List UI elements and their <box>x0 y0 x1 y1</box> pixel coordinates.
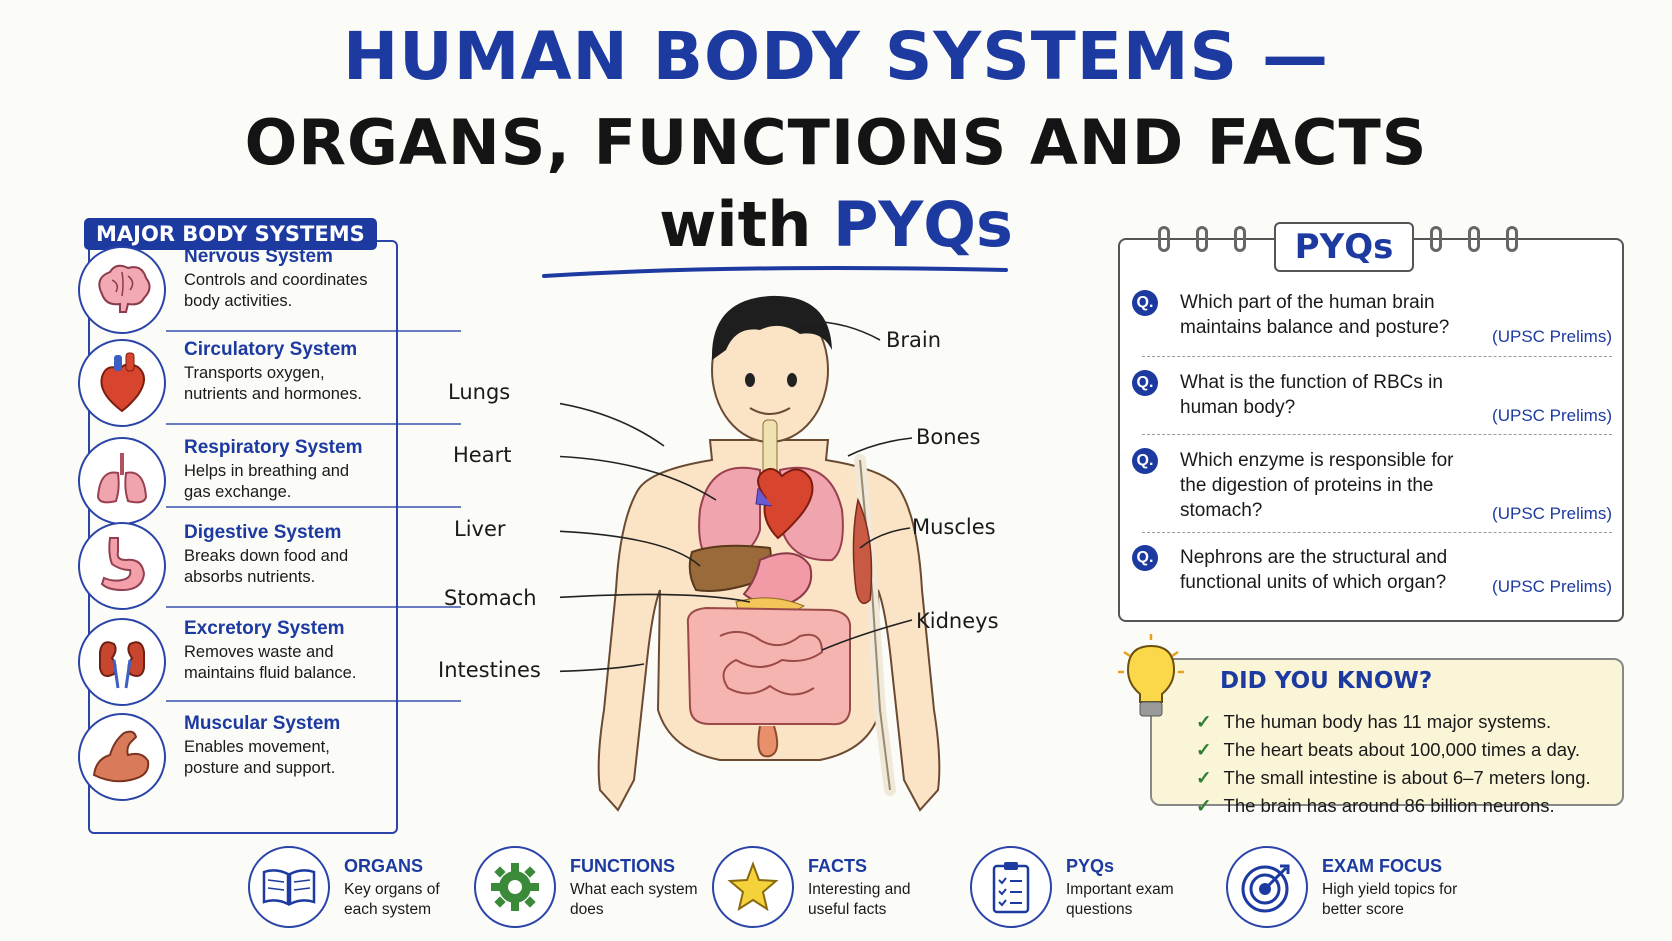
title-pyqs: PYQs <box>832 188 1013 261</box>
star-icon <box>712 846 794 928</box>
question-source: (UPSC Prelims) <box>1492 577 1612 596</box>
system-name: Digestive System <box>184 522 342 543</box>
title-line-1: HUMAN BODY SYSTEMS — <box>342 18 1330 95</box>
kidneys-icon <box>78 618 166 706</box>
question-marker: Q. <box>1132 290 1158 316</box>
check-icon: ✓ <box>1196 711 1212 732</box>
question-marker: Q. <box>1132 448 1158 474</box>
divider <box>166 423 461 425</box>
check-icon: ✓ <box>1196 739 1212 760</box>
binder-ring <box>1234 226 1246 252</box>
fact-item: ✓ The heart beats about 100,000 times a d… <box>1196 739 1580 761</box>
system-desc: Controls and coordinates body activities… <box>184 271 368 310</box>
system-name: Excretory System <box>184 618 345 639</box>
system-desc: Breaks down food and absorbs nutrients. <box>184 547 349 586</box>
label-muscles: Muscles <box>912 515 996 539</box>
fact-text: The human body has 11 major systems. <box>1223 711 1552 732</box>
fact-item: ✓ The small intestine is about 6–7 meters… <box>1196 767 1591 789</box>
stomach-icon <box>78 522 166 610</box>
bottom-title: EXAM FOCUS <box>1322 856 1443 876</box>
label-liver: Liver <box>454 517 506 541</box>
system-desc: Enables movement, posture and support. <box>184 738 336 777</box>
bottom-desc: Interesting and useful facts <box>808 881 911 918</box>
system-name: Muscular System <box>184 713 341 734</box>
question-marker: Q. <box>1132 545 1158 571</box>
bottom-title: ORGANS <box>344 856 424 876</box>
question-text: What is the function of RBCs in human bo… <box>1180 372 1443 418</box>
divider <box>166 606 461 608</box>
target-icon <box>1226 846 1308 928</box>
clipboard-icon <box>970 846 1052 928</box>
bottom-title: PYQs <box>1066 856 1115 876</box>
lightbulb-icon <box>1118 634 1184 717</box>
check-icon: ✓ <box>1196 795 1212 816</box>
title-with: with <box>659 188 833 261</box>
fact-text: The heart beats about 100,000 times a da… <box>1223 739 1581 760</box>
question-source: (UPSC Prelims) <box>1492 406 1612 425</box>
fact-item: ✓ The brain has around 86 billion neurons… <box>1196 795 1555 817</box>
system-name: Respiratory System <box>184 437 363 458</box>
systems-panel-heading: MAJOR BODY SYSTEMS <box>84 218 377 250</box>
label-kidneys: Kidneys <box>916 609 999 633</box>
question-text: Which enzyme is responsible for the dige… <box>1180 450 1454 521</box>
title-line-3: with PYQs <box>0 188 1672 261</box>
pyqs-panel <box>1118 238 1624 622</box>
muscle-arm-icon <box>78 713 166 801</box>
did-you-know-heading: DID YOU KNOW? <box>1220 668 1433 694</box>
system-desc: Removes waste and maintains fluid balanc… <box>184 643 357 682</box>
system-name: Circulatory System <box>184 339 358 360</box>
title-underline <box>542 266 1008 278</box>
bottom-title: FUNCTIONS <box>570 856 675 876</box>
fact-text: The small intestine is about 6–7 meters … <box>1223 767 1591 788</box>
fact-item: ✓ The human body has 11 major systems. <box>1196 711 1551 733</box>
title-line-2: ORGANS, FUNCTIONS AND FACTS <box>244 106 1428 179</box>
binder-ring <box>1196 226 1208 252</box>
book-icon <box>248 846 330 928</box>
question-source: (UPSC Prelims) <box>1492 504 1612 523</box>
label-intestines: Intestines <box>438 658 541 682</box>
heart-icon <box>78 339 166 427</box>
bottom-desc: What each system does <box>570 881 698 918</box>
gear-icon <box>474 846 556 928</box>
binder-ring <box>1468 226 1480 252</box>
label-brain: Brain <box>886 328 942 352</box>
divider <box>1142 532 1612 533</box>
label-heart: Heart <box>453 443 512 467</box>
bottom-title: FACTS <box>808 856 868 876</box>
divider <box>166 330 461 332</box>
check-icon: ✓ <box>1196 767 1212 788</box>
binder-ring <box>1506 226 1518 252</box>
system-desc: Helps in breathing and gas exchange. <box>184 462 350 501</box>
pyqs-heading: PYQs <box>1274 222 1414 272</box>
bottom-desc: High yield topics for better score <box>1322 881 1458 918</box>
divider <box>166 700 461 702</box>
label-lungs: Lungs <box>448 380 511 404</box>
binder-ring <box>1430 226 1442 252</box>
question-marker: Q. <box>1132 370 1158 396</box>
human-body-illustration <box>560 295 941 812</box>
fact-text: The brain has around 86 billion neurons. <box>1223 795 1555 816</box>
question-text: Nephrons are the structural and function… <box>1180 547 1448 593</box>
divider <box>166 506 461 508</box>
system-name: Nervous System <box>184 246 333 267</box>
did-you-know-panel <box>1150 658 1624 806</box>
lungs-icon <box>78 437 166 525</box>
label-stomach: Stomach <box>444 586 537 610</box>
label-bones: Bones <box>916 425 981 449</box>
divider <box>1142 434 1612 435</box>
brain-icon <box>78 246 166 334</box>
system-desc: Transports oxygen, nutrients and hormone… <box>184 364 362 403</box>
question-text: Which part of the human brain maintains … <box>1180 292 1450 338</box>
divider <box>1142 356 1612 357</box>
bottom-desc: Key organs of each system <box>344 881 440 918</box>
binder-ring <box>1158 226 1170 252</box>
question-source: (UPSC Prelims) <box>1492 327 1612 346</box>
bottom-desc: Important exam questions <box>1066 881 1174 918</box>
